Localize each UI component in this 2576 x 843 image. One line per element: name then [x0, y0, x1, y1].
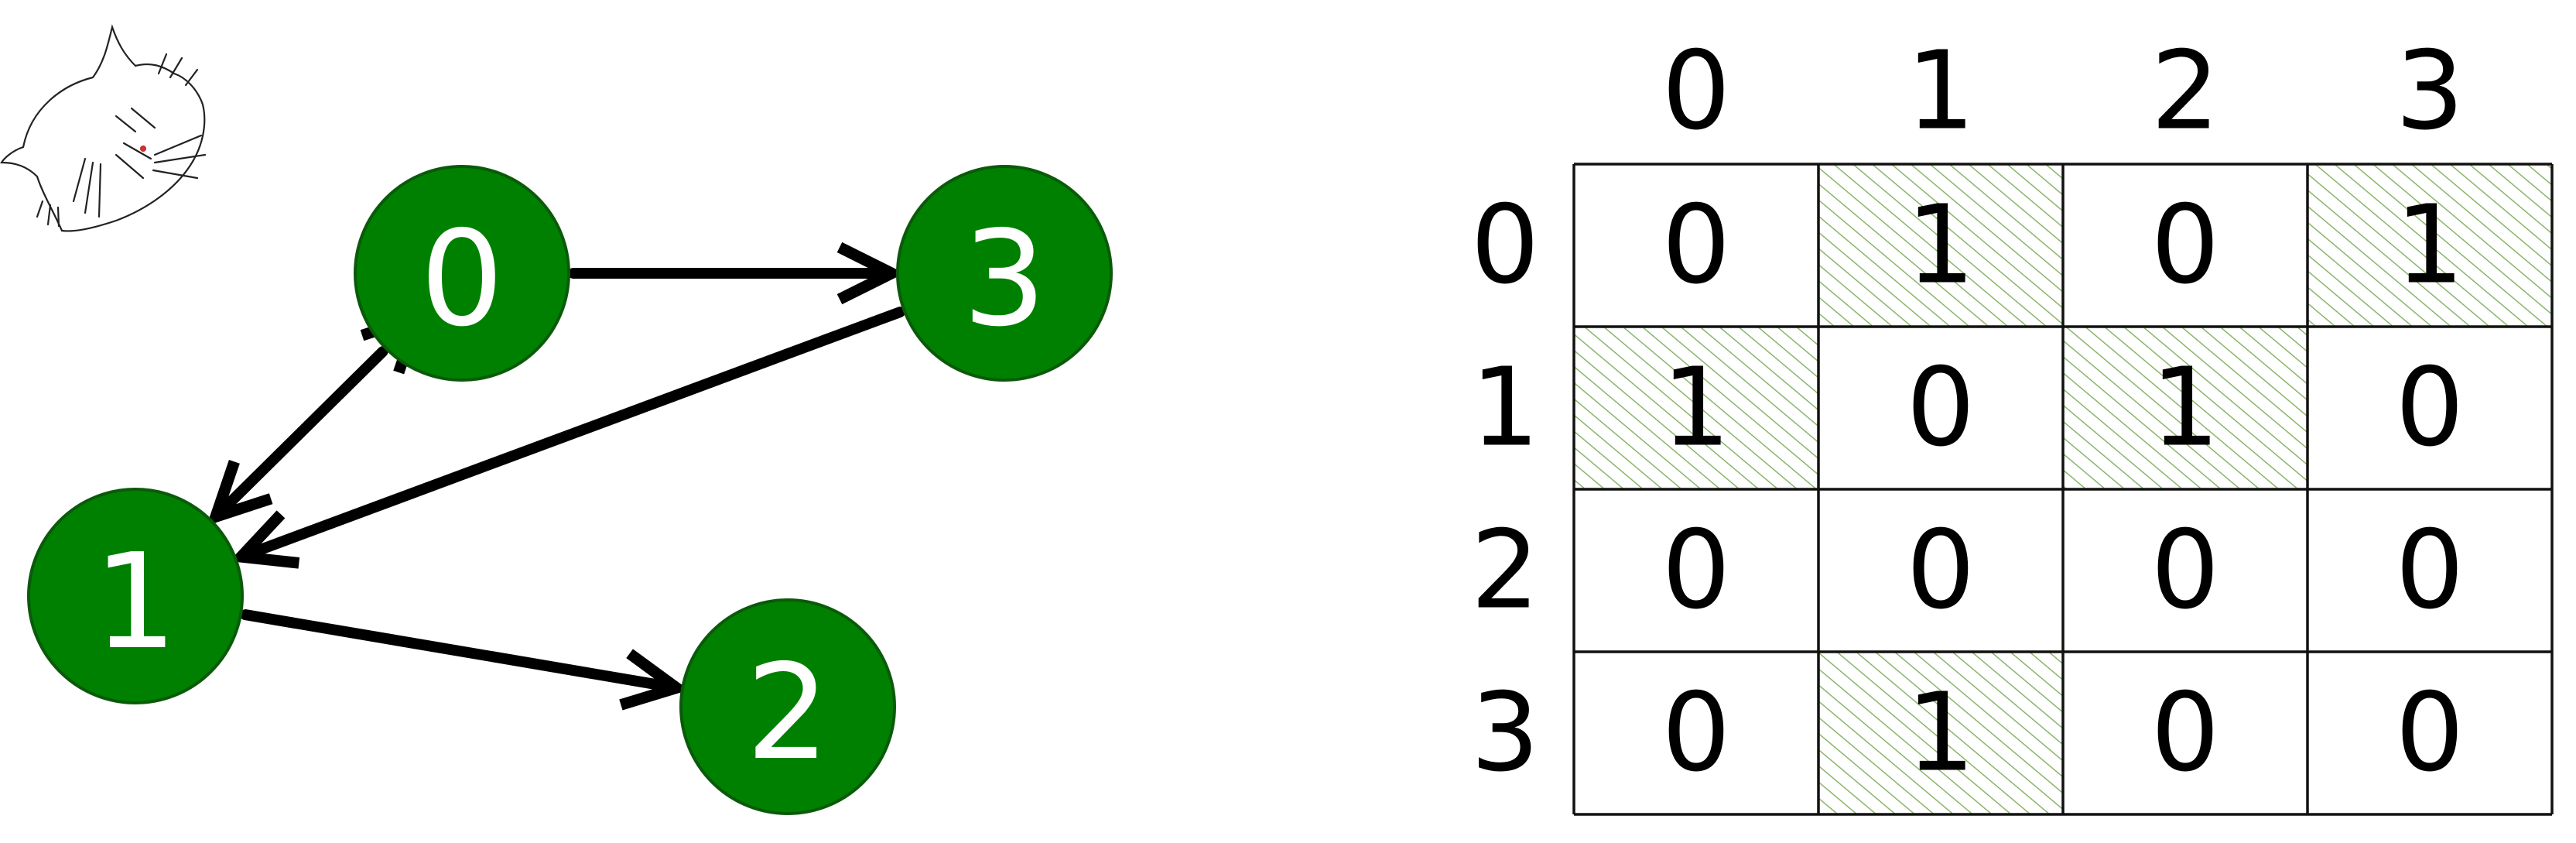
- matrix-cell-0-3: 1: [2395, 183, 2464, 309]
- edge-0-1: [218, 351, 383, 514]
- graph-node-3: 3: [896, 165, 1113, 382]
- matrix-cell-0-1: 1: [1906, 183, 1975, 309]
- matrix-cell-2-0: 0: [1661, 508, 1730, 634]
- edge-1-2: [239, 609, 673, 687]
- matrix-cell-1-1: 0: [1906, 345, 1975, 471]
- column-header: 1: [1906, 29, 1975, 155]
- matrix-cell-0-2: 0: [2150, 183, 2219, 309]
- row-header: 3: [1470, 670, 1539, 797]
- matrix-cell-2-3: 0: [2395, 508, 2464, 634]
- node-label: 1: [94, 526, 177, 679]
- hatched-cell-1-2: [2063, 327, 2307, 489]
- node-label: 0: [420, 203, 504, 356]
- matrix-cell-2-1: 0: [1906, 508, 1975, 634]
- node-label: 2: [746, 636, 830, 790]
- matrix-cell-3-0: 0: [1661, 670, 1730, 797]
- matrix-cell-1-0: 1: [1661, 345, 1730, 471]
- edges-group: [218, 273, 906, 687]
- hatched-cell-0-3: [2307, 164, 2552, 327]
- node-circle: [354, 165, 570, 382]
- matrix-cell-1-2: 1: [2150, 345, 2219, 471]
- graph-node-2: 2: [679, 598, 896, 815]
- column-header: 0: [1661, 29, 1730, 155]
- node-circle: [896, 165, 1113, 382]
- cat-mascot-icon: [0, 24, 207, 232]
- matrix-cell-2-2: 0: [2150, 508, 2219, 634]
- matrix-cell-3-1: 1: [1906, 670, 1975, 797]
- node-circle: [679, 598, 896, 815]
- graph-node-0: 0: [354, 165, 570, 382]
- column-header: 3: [2395, 29, 2464, 155]
- node-label: 3: [963, 203, 1046, 356]
- hatched-cell-3-1: [1818, 652, 2063, 814]
- nodes-group: 0 1 2 3: [27, 165, 1113, 815]
- hatched-cell-0-1: [1818, 164, 2063, 327]
- column-header: 2: [2150, 29, 2219, 155]
- edge-3-1: [245, 307, 906, 556]
- row-header: 2: [1470, 508, 1539, 634]
- matrix-cell-0-0: 0: [1661, 183, 1730, 309]
- row-header: 0: [1470, 183, 1539, 309]
- matrix-cell-3-3: 0: [2395, 670, 2464, 797]
- hatched-cell-1-0: [1574, 327, 1818, 489]
- matrix-cell-3-2: 0: [2150, 670, 2219, 797]
- row-header: 1: [1470, 345, 1539, 471]
- graph-node-1: 1: [27, 488, 244, 704]
- matrix-cell-1-3: 0: [2395, 345, 2464, 471]
- node-circle: [27, 488, 244, 704]
